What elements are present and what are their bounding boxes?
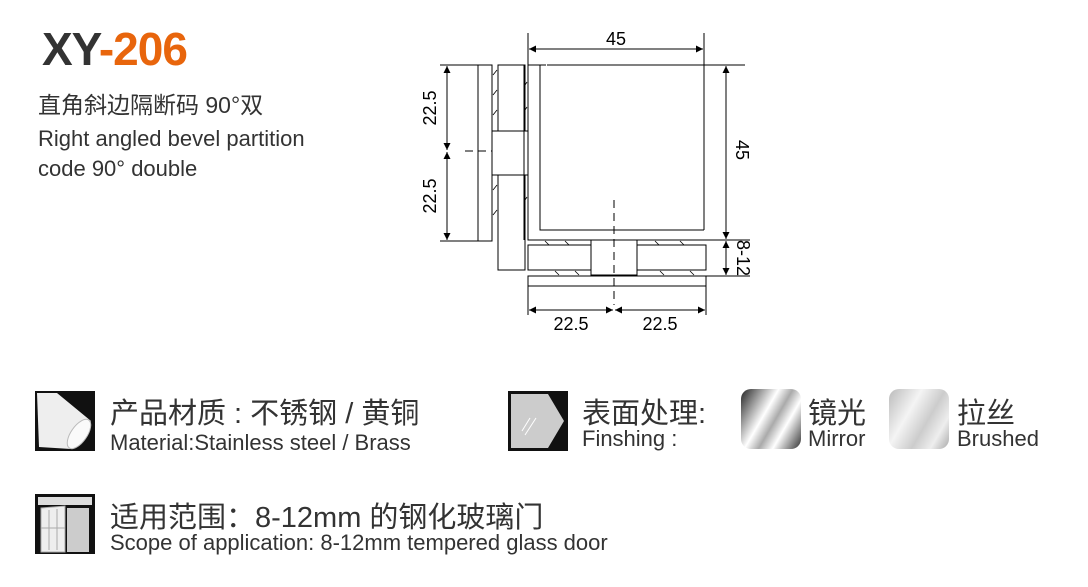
model-title: XY-206 — [42, 22, 188, 76]
finishing-surface-icon — [508, 391, 568, 451]
finish-brushed-cn: 拉丝 — [957, 398, 1016, 430]
finish-mirror-cn: 镜光 — [808, 398, 867, 430]
finishing-label-en: Finshing : — [582, 426, 678, 451]
dim-left-upper: 22.5 — [420, 90, 440, 125]
material-label-cn: 产品材质 : 不锈钢 / 黄铜 — [110, 398, 420, 430]
model-prefix: XY — [42, 23, 100, 75]
finish-mirror-en: Mirror — [808, 426, 866, 451]
technical-drawing: 45 45 8-12 22.5 22.5 22.5 22.5 — [420, 29, 753, 334]
product-name-en-2: code 90° double — [38, 156, 198, 181]
scope-label-cn: 适用范围：8-12mm 的钢化玻璃门 — [110, 502, 544, 534]
brushed-swatch — [889, 389, 949, 449]
dim-bottom-right: 22.5 — [642, 314, 677, 334]
mirror-swatch — [741, 389, 801, 449]
material-cylinder-icon — [35, 391, 95, 451]
dim-glass-thickness: 8-12 — [733, 240, 753, 276]
glass-door-icon — [35, 494, 95, 554]
dim-left-lower: 22.5 — [420, 178, 440, 213]
product-name-en-1: Right angled bevel partition — [38, 126, 305, 151]
material-label-en: Material:Stainless steel / Brass — [110, 430, 411, 455]
model-number: -206 — [98, 23, 188, 75]
product-name-cn: 直角斜边隔断码 90°双 — [38, 92, 264, 118]
scope-label-en: Scope of application: 8-12mm tempered gl… — [110, 530, 608, 555]
finish-brushed-en: Brushed — [957, 426, 1039, 451]
dim-top-width: 45 — [606, 29, 626, 49]
finishing-label-cn: 表面处理: — [582, 398, 707, 430]
dim-bottom-left: 22.5 — [553, 314, 588, 334]
dim-right-height: 45 — [732, 140, 752, 160]
